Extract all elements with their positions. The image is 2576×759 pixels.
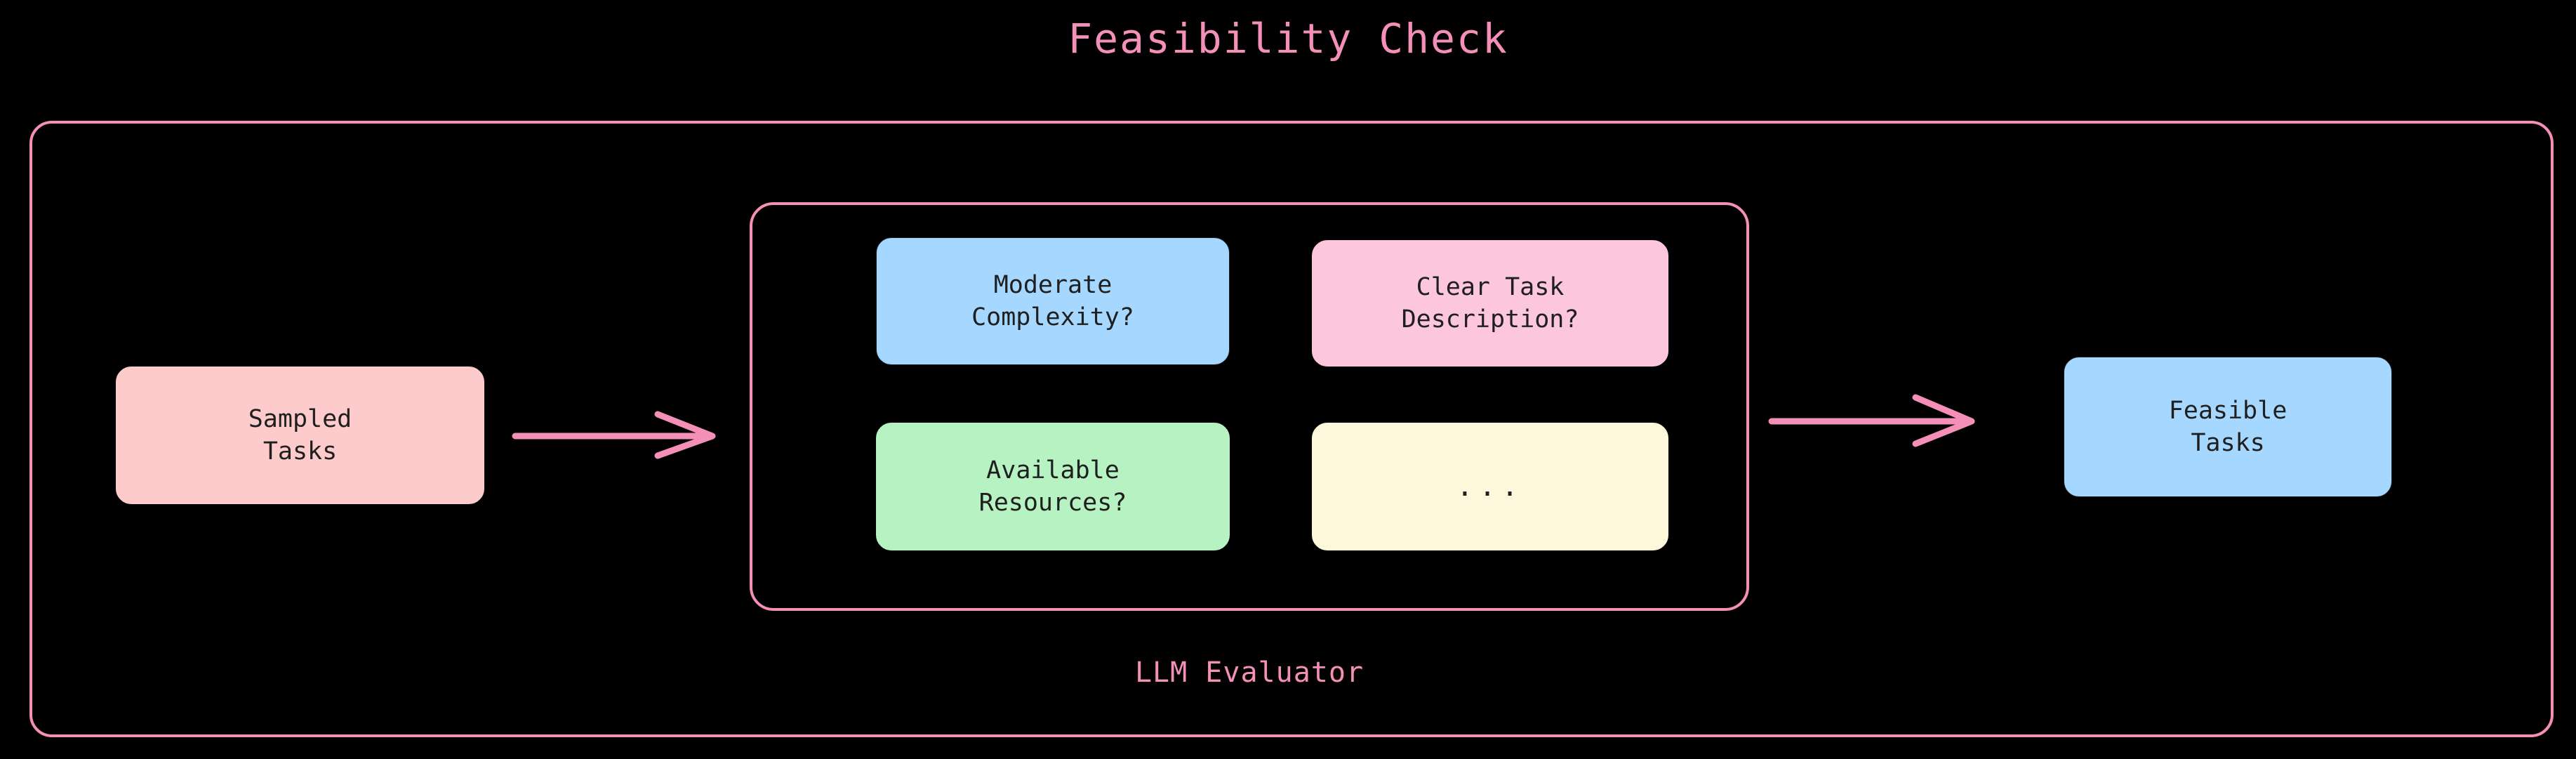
arrow-evaluator-to-feasible-icon: [1768, 394, 1975, 447]
node-sampled-tasks[interactable]: Sampled Tasks: [116, 367, 484, 504]
node-moderate-complexity[interactable]: Moderate Complexity?: [876, 237, 1230, 365]
arrow-sampled-to-evaluator-icon: [512, 411, 716, 459]
node-clear-task-description[interactable]: Clear Task Description?: [1312, 240, 1668, 367]
node-available-resources[interactable]: Available Resources?: [876, 423, 1230, 550]
llm-evaluator-group-label: LLM Evaluator: [1134, 656, 1365, 689]
node-feasible-tasks[interactable]: Feasible Tasks: [2064, 357, 2392, 497]
llm-evaluator-group: [750, 202, 1749, 611]
node-ellipsis-more-criteria[interactable]: ...: [1312, 423, 1668, 550]
outer-pipeline-group: [29, 121, 2554, 737]
diagram-title: Feasibility Check: [1068, 15, 1508, 62]
